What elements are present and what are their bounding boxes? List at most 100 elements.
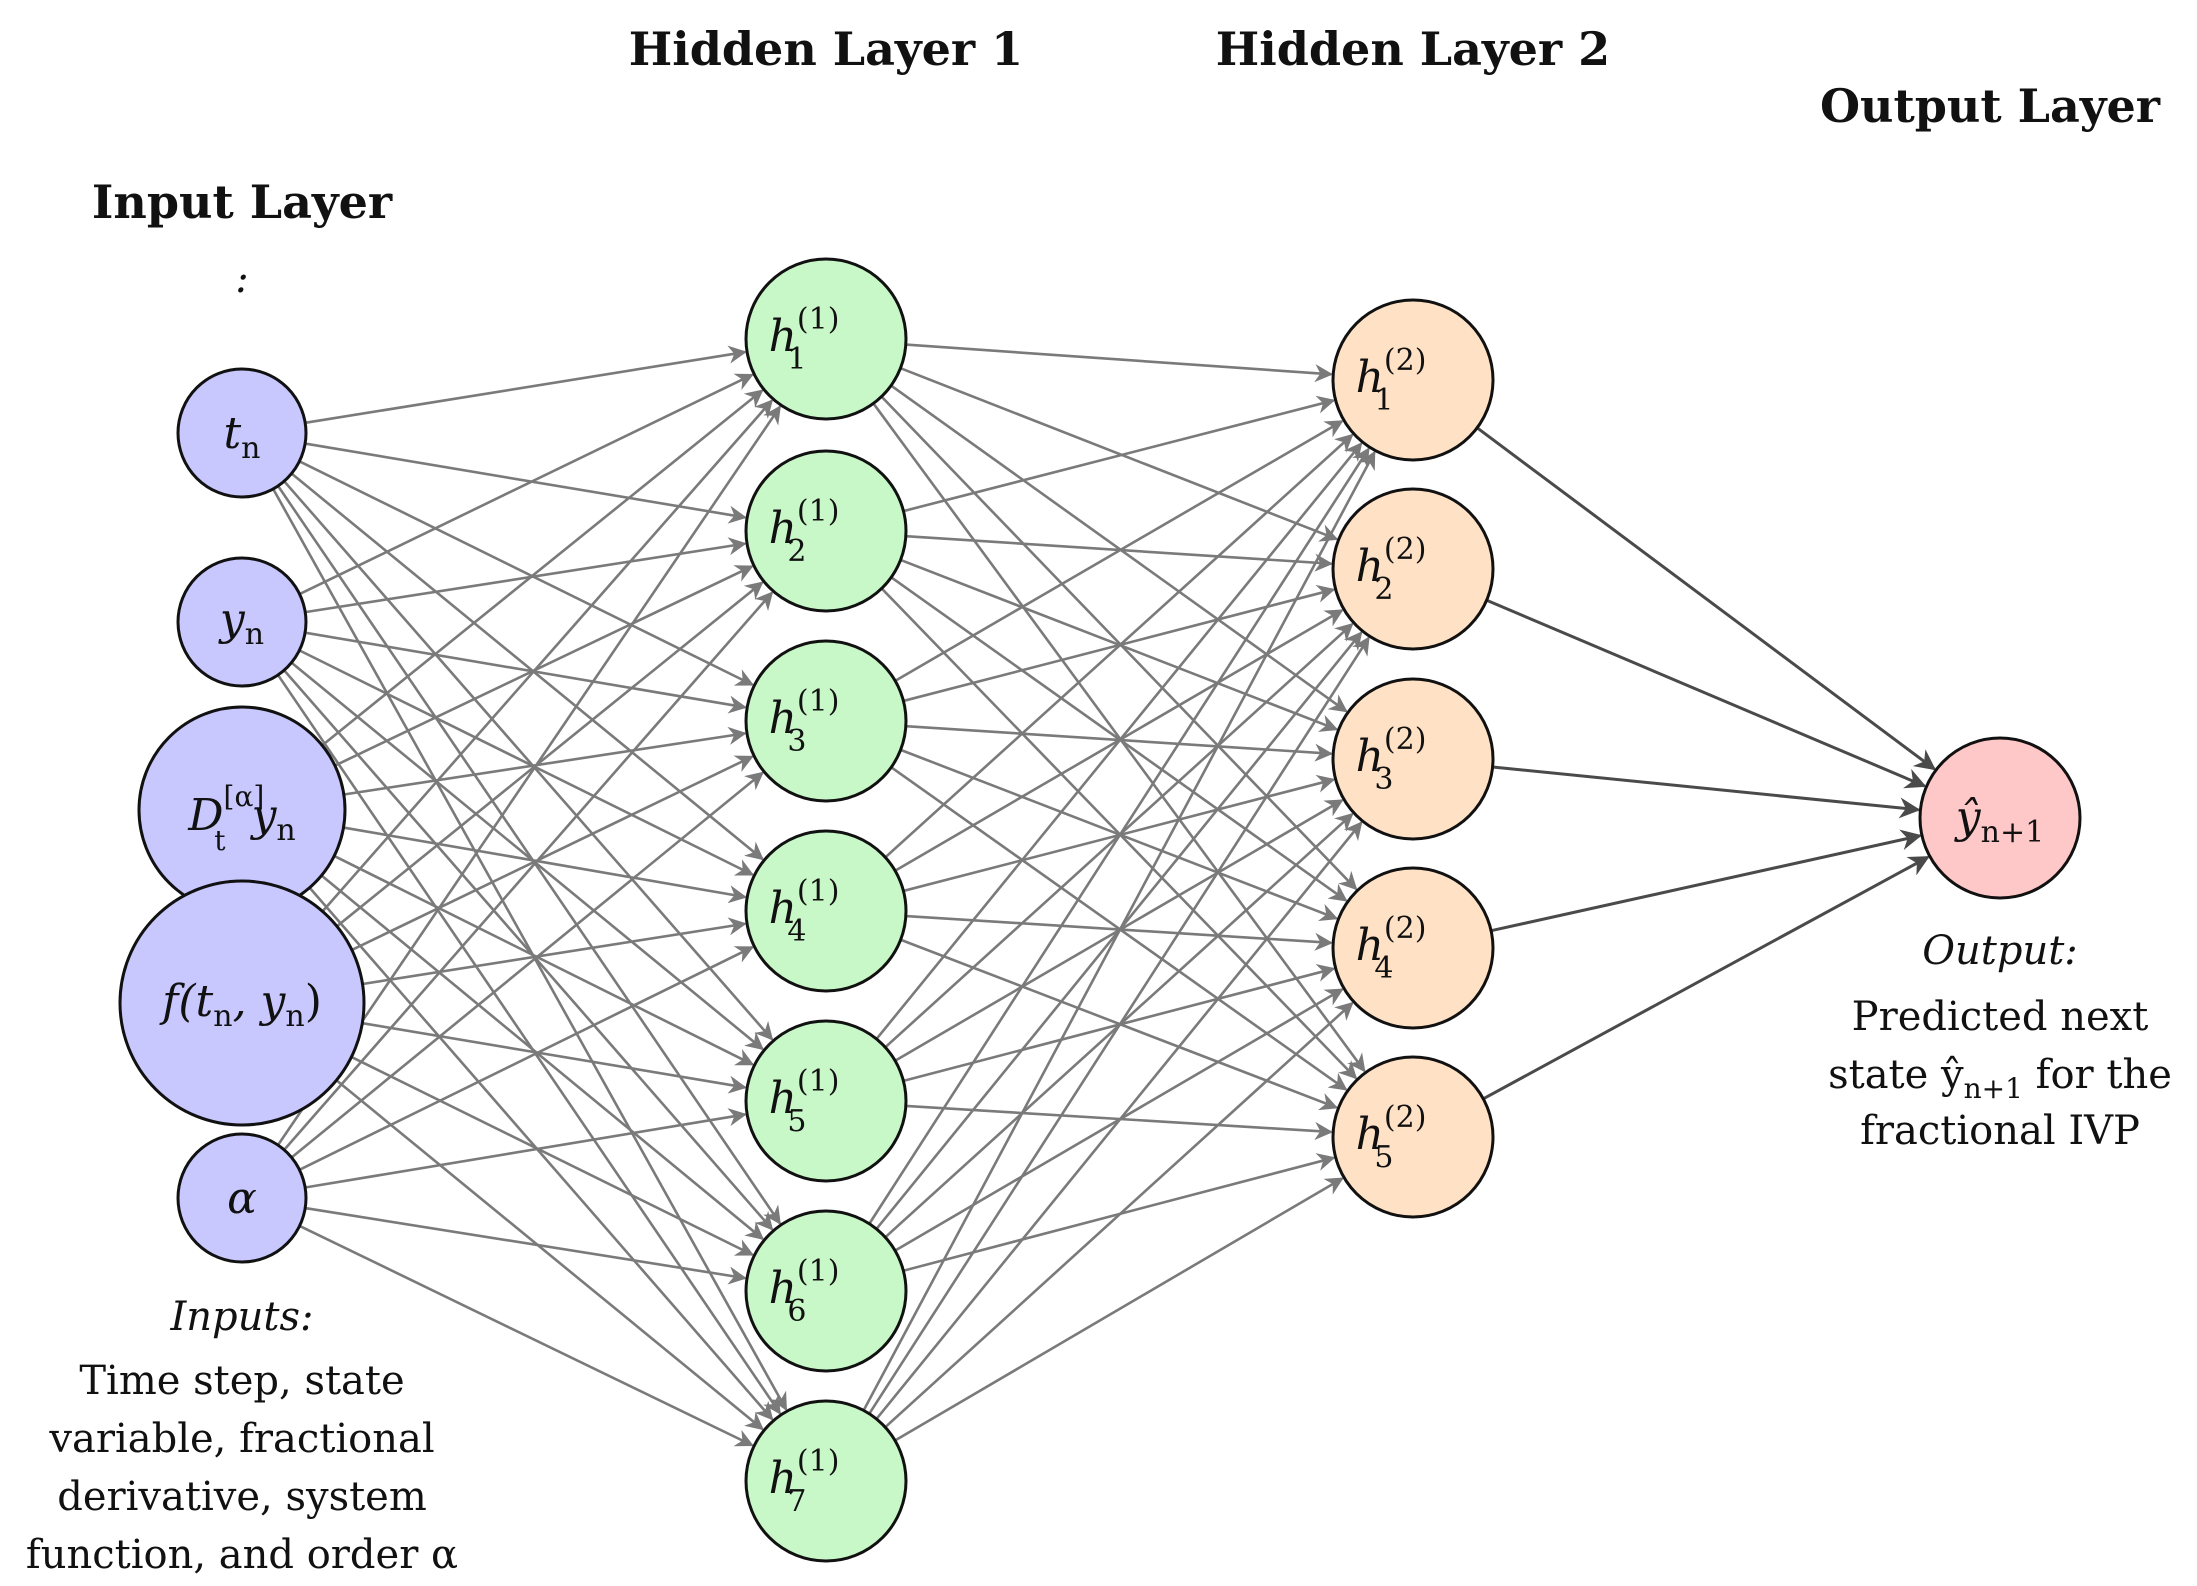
svg-text:h(2)1: h(2)1: [1356, 343, 1427, 418]
svg-text:α: α: [227, 1173, 257, 1224]
edge-h1-7-to-h2-1: [862, 450, 1376, 1412]
edge-input-1-to-h1-3: [298, 460, 755, 686]
svg-text:f(tn, yn): f(tn, yn): [159, 976, 322, 1034]
hidden-layer-1-title: Hidden Layer 1: [629, 22, 1023, 76]
svg-text:h(1)4: h(1)4: [769, 874, 840, 949]
svg-text:h(2)2: h(2)2: [1356, 532, 1427, 607]
edge-input-4-to-h1-4: [362, 917, 747, 986]
input-layer-colon: :: [235, 256, 248, 302]
edge-input-2-to-h1-1: [299, 373, 754, 596]
svg-text:h(1)2: h(1)2: [769, 494, 840, 569]
edge-h1-4-to-h2-1: [884, 433, 1354, 859]
hidden-layer-2: h(2)1 h(2)2 h(2)3 h(2)4 h(2)5: [1331, 298, 1495, 1219]
hidden2-node-3: h(2)3: [1331, 677, 1495, 841]
edge-input-1-to-h1-1: [304, 345, 747, 425]
edge-h1-1-to-h2-2: [900, 366, 1339, 542]
svg-text:D[α]tyn: D[α]tyn: [187, 780, 296, 857]
edge-input-4-to-h1-7: [335, 1079, 764, 1431]
edge-h1-5-to-h2-1: [875, 442, 1363, 1040]
edge-h2-1-to-output: [1476, 426, 1936, 771]
svg-text:h(2)5: h(2)5: [1356, 1100, 1427, 1175]
edge-input-3-to-h1-1: [321, 389, 764, 747]
edge-input-4-to-h1-1: [321, 399, 774, 913]
input-node-alpha: α: [176, 1132, 308, 1264]
hidden1-node-4: h(1)4: [744, 829, 908, 993]
edge-input-4-to-h1-2: [336, 581, 764, 928]
edge-input-2-to-h1-3: [304, 631, 747, 714]
edge-input-5-to-h1-5: [304, 1108, 747, 1189]
svg-text:Time step, state: Time step, state: [79, 1358, 404, 1404]
edge-input-5-to-h1-6: [304, 1206, 747, 1285]
edge-h1-1-to-h2-1: [905, 343, 1334, 383]
hidden1-node-2: h(1)2: [744, 449, 908, 613]
hidden2-node-1: h(2)1: [1331, 298, 1495, 462]
edge-h2-2-to-output: [1486, 598, 1927, 789]
edge-h1-1-to-h2-5: [872, 402, 1366, 1073]
svg-text:h(2)3: h(2)3: [1356, 722, 1427, 797]
edge-input-3-to-h1-3: [343, 726, 747, 796]
hidden2-node-2: h(2)2: [1331, 487, 1495, 651]
edge-input-5-to-h1-7: [299, 1224, 754, 1447]
edge-h1-7-to-h2-2: [868, 636, 1370, 1415]
svg-text:Predicted next: Predicted next: [1852, 994, 2149, 1040]
hidden1-node-1: h(1)1: [744, 257, 908, 421]
edge-input-3-to-h1-4: [343, 826, 747, 904]
edge-input-2-to-h1-4: [298, 649, 755, 876]
input-layer-title: Input Layer: [92, 175, 393, 229]
edge-h1-1-to-h2-3: [890, 384, 1348, 713]
edge-input-3-to-h1-6: [320, 874, 765, 1241]
edge-input-2-to-h1-7: [276, 674, 781, 1415]
edge-input-2-to-h1-5: [290, 661, 765, 1051]
edge-input-4-to-h1-3: [351, 755, 754, 952]
edge-input-4-to-h1-6: [350, 1055, 755, 1256]
edge-input-5-to-h1-3: [290, 771, 764, 1159]
input-caption: Inputs: Time step, state variable, fract…: [26, 1294, 458, 1578]
edge-h1-7-to-h2-4: [884, 1001, 1354, 1429]
edge-input-2-to-h1-2: [305, 537, 747, 614]
edge-h1-6-to-h2-1: [868, 447, 1370, 1225]
svg-text:h(1)3: h(1)3: [769, 684, 840, 759]
edge-h1-2-to-h2-1: [903, 395, 1336, 513]
hidden-layer-2-title: Hidden Layer 2: [1216, 22, 1610, 76]
edge-input-1-to-h1-6: [276, 485, 781, 1225]
svg-text:yn: yn: [218, 594, 264, 652]
svg-text:h(1)6: h(1)6: [769, 1254, 840, 1329]
edge-input-1-to-h1-5: [283, 480, 774, 1041]
hidden1-node-3: h(1)3: [744, 639, 908, 803]
edge-input-4-to-h1-5: [362, 1021, 747, 1094]
edge-h1-1-to-h2-4: [880, 395, 1358, 891]
edge-h1-7-to-h2-5: [894, 1177, 1344, 1442]
svg-text:derivative, system: derivative, system: [57, 1474, 427, 1520]
svg-text:function, and order α: function, and order α: [26, 1532, 458, 1578]
svg-text:Inputs:: Inputs:: [169, 1294, 313, 1340]
edge-input-1-to-h1-4: [290, 472, 764, 861]
input-node-system-function: f(tn, yn): [118, 879, 366, 1127]
edge-h2-4-to-output: [1490, 829, 1922, 933]
edge-h1-3-to-h2-1: [894, 420, 1344, 682]
edge-h1-7-to-h2-3: [875, 821, 1363, 1420]
svg-text:ŷn+1: ŷn+1: [1954, 792, 2044, 850]
edge-input-3-to-h1-7: [308, 886, 774, 1421]
input-node-yn: yn: [176, 556, 308, 688]
edge-input-5-to-h1-4: [298, 945, 755, 1171]
hidden1-node-5: h(1)5: [744, 1019, 908, 1183]
edge-input-2-to-h1-6: [283, 669, 774, 1231]
svg-text:h(1)7: h(1)7: [769, 1444, 840, 1519]
output-layer-title: Output Layer: [1820, 79, 2161, 133]
hidden-layer-1: h(1)1 h(1)2 h(1)3 h(1)4 h(1)5 h(1)6 h(1)7: [744, 257, 908, 1563]
output-node: ŷn+1: [1918, 736, 2082, 900]
svg-text:tn: tn: [223, 408, 260, 466]
edge-input-3-to-h1-2: [334, 565, 754, 767]
hidden1-node-6: h(1)6: [744, 1209, 908, 1373]
svg-text:state ŷn+1 for the: state ŷn+1 for the: [1828, 1052, 2172, 1105]
svg-text:fractional IVP: fractional IVP: [1860, 1108, 2140, 1154]
svg-text:h(1)1: h(1)1: [769, 302, 840, 377]
output-caption: Output: Predicted next state ŷn+1 for th…: [1828, 928, 2172, 1154]
hidden2-node-4: h(2)4: [1331, 866, 1495, 1030]
edge-input-1-to-h1-2: [304, 442, 747, 524]
edge-h2-3-to-output: [1492, 765, 1921, 819]
edge-h2-5-to-output: [1482, 855, 1930, 1101]
